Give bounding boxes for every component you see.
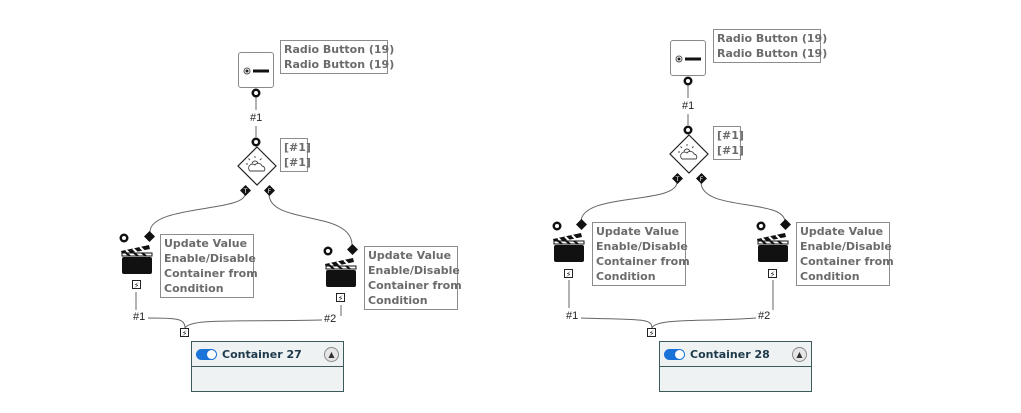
chevron-up-icon: ▲ xyxy=(328,349,335,359)
wire-false-to-action2 xyxy=(268,193,353,246)
weather-condition-icon xyxy=(246,156,266,172)
wire-out1-to-container xyxy=(147,317,186,329)
container-node[interactable]: Container 28 ▲ xyxy=(659,341,812,392)
lightning-port-icon[interactable]: ⚡ xyxy=(768,269,777,279)
container-header: Container 27 ▲ xyxy=(192,342,343,367)
input-port[interactable] xyxy=(780,219,791,230)
collapse-button[interactable]: ▲ xyxy=(792,346,807,362)
true-port[interactable]: T xyxy=(672,173,683,184)
container-title: Container 28 xyxy=(690,347,770,361)
query-port-icon[interactable] xyxy=(552,221,562,231)
false-port[interactable]: F xyxy=(696,173,707,184)
output-label: #1 xyxy=(566,310,579,322)
enable-toggle[interactable] xyxy=(664,348,685,360)
input-port[interactable] xyxy=(144,231,155,242)
svg-text:F: F xyxy=(700,176,704,183)
lightning-port-icon[interactable]: ⚡ xyxy=(336,293,345,303)
query-port-icon[interactable] xyxy=(683,125,693,135)
svg-text:T: T xyxy=(243,188,248,195)
wire-true-to-action1 xyxy=(580,181,678,223)
false-port[interactable]: F xyxy=(264,185,275,196)
output-label: #2 xyxy=(758,310,771,322)
collapse-button[interactable]: ▲ xyxy=(324,346,339,362)
trigger-node[interactable] xyxy=(670,40,706,76)
wire-out2-to-container xyxy=(184,319,323,329)
svg-text:T: T xyxy=(675,176,680,183)
clapperboard-icon[interactable] xyxy=(552,233,586,263)
clapperboard-icon[interactable] xyxy=(120,245,154,275)
wire-out1-to-container xyxy=(580,317,653,329)
chevron-up-icon: ▲ xyxy=(796,349,803,359)
trigger-label: Radio Button (19)Radio Button (19) xyxy=(713,29,827,63)
lightning-port-icon[interactable]: ⚡ xyxy=(647,328,656,338)
clapperboard-icon[interactable] xyxy=(324,258,358,288)
condition-label: [#1][#1] xyxy=(713,126,744,160)
svg-text:F: F xyxy=(268,188,272,195)
condition-node[interactable] xyxy=(236,145,278,187)
condition-node[interactable] xyxy=(668,133,710,175)
radio-button-icon xyxy=(675,55,701,63)
input-port[interactable] xyxy=(576,219,587,230)
wire-true-to-action1 xyxy=(149,193,246,233)
output-label: #2 xyxy=(324,313,337,325)
wire-false-to-action2 xyxy=(700,181,786,223)
trigger-label: Radio Button (19)Radio Button (19) xyxy=(280,40,394,74)
true-port[interactable]: T xyxy=(240,185,251,196)
container-node[interactable]: Container 27 ▲ xyxy=(191,341,344,392)
container-title: Container 27 xyxy=(222,347,302,361)
link-label: #1 xyxy=(682,100,695,112)
lightning-port-icon[interactable]: ⚡ xyxy=(564,269,573,279)
query-port-icon[interactable] xyxy=(119,233,129,243)
output-label: #1 xyxy=(133,311,146,323)
container-header: Container 28 ▲ xyxy=(660,342,811,367)
weather-condition-icon xyxy=(678,144,698,160)
condition-label: [#1][#1] xyxy=(280,138,311,172)
clapperboard-icon[interactable] xyxy=(756,233,790,263)
radio-button-icon xyxy=(243,67,269,75)
query-port-icon[interactable] xyxy=(251,88,261,98)
lightning-port-icon[interactable]: ⚡ xyxy=(180,328,189,338)
enable-toggle[interactable] xyxy=(196,348,217,360)
lightning-port-icon[interactable]: ⚡ xyxy=(132,280,141,290)
query-port-icon[interactable] xyxy=(251,137,261,147)
query-port-icon[interactable] xyxy=(756,221,766,231)
trigger-node[interactable] xyxy=(238,52,274,88)
input-port[interactable] xyxy=(347,244,358,255)
query-port-icon[interactable] xyxy=(323,246,333,256)
wire-out2-to-container xyxy=(651,317,757,329)
link-label: #1 xyxy=(250,112,263,124)
query-port-icon[interactable] xyxy=(683,76,693,86)
